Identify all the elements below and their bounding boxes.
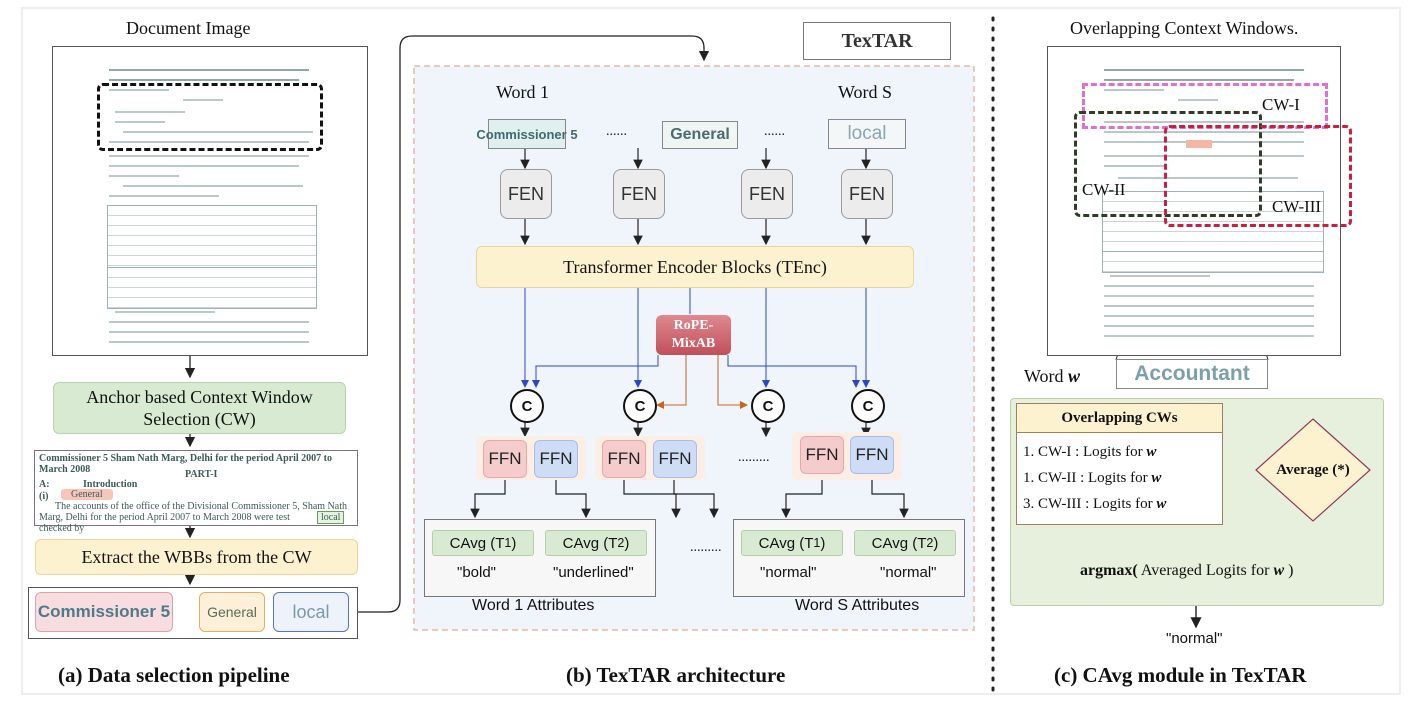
ffn-blue-1: FFN (534, 440, 578, 478)
fen-block-4: FEN (841, 169, 893, 219)
tenc-label: Transformer Encoder Blocks (TEnc) (563, 256, 827, 277)
transformer-encoder-blocks: Transformer Encoder Blocks (TEnc) (476, 246, 914, 288)
overlap-title: Overlapping Context Windows. (1070, 18, 1299, 38)
word-img-1: Commissioner 5 (476, 119, 578, 149)
extract-wbb-box: Extract the WBBs from the CW (35, 539, 358, 575)
ffn-blue-2: FFN (653, 440, 697, 478)
cw-logit-item-2: 1. CW-II : Logits for w (1023, 470, 1162, 486)
accountant-word-img: Accountant (1116, 359, 1268, 389)
extract-wbb-label: Extract the WBBs from the CW (81, 546, 312, 567)
word1-attributes-label: Word 1 Attributes (472, 597, 595, 614)
context-window-outline (97, 83, 323, 151)
overlapping-cws-table: Overlapping CWs 1. CW-I : Logits for w 1… (1016, 403, 1223, 525)
cw-ii-label: CW-II (1082, 180, 1126, 199)
concat-node-3: C (751, 389, 785, 423)
document-image-title: Document Image (126, 18, 251, 38)
caption-c: (c) CAvg module in TexTAR (1054, 663, 1307, 687)
document-thumbnail (52, 46, 368, 356)
textar-title-label: TexTAR (841, 29, 913, 52)
ffn-red-3: FFN (800, 436, 844, 474)
caption-a: (a) Data selection pipeline (58, 663, 290, 687)
concat-node-1: C (510, 389, 544, 423)
snippet-line1: Commissioner 5 Sham Nath Marg, Delhi for… (39, 453, 332, 475)
word-w-label: Word w (1024, 366, 1081, 386)
wbb-word-1: Commissioner 5 (35, 592, 173, 632)
snippet-part: PART-I (185, 469, 218, 480)
snippet-intro-num: A: (39, 479, 50, 490)
cw-ii-outline (1074, 111, 1262, 217)
overlap-document-thumbnail (1047, 46, 1352, 356)
wbb-word-3: local (273, 592, 349, 632)
wordS-attributes-label: Word S Attributes (795, 597, 920, 614)
overlapping-cws-title: Overlapping CWs (1017, 404, 1222, 433)
cw-iii-label: CW-III (1272, 197, 1322, 216)
average-label: Average (*) (1276, 461, 1350, 478)
concat-node-4: C (851, 389, 885, 423)
word-dots-2: ...... (764, 124, 785, 139)
snippet-local: local (317, 511, 345, 524)
cw-iii-outline (1164, 125, 1352, 227)
caption-b: (b) TexTAR architecture (566, 663, 786, 687)
wbb-strip: Commissioner 5 General local (28, 587, 358, 639)
rope-label-1: RoPE- (673, 318, 714, 333)
snippet-intro: Introduction (83, 479, 138, 490)
ffn-blue-3: FFN (850, 436, 894, 474)
snippet-line2: The accounts of the office of the Divisi… (55, 501, 347, 512)
anchor-highlight (1186, 140, 1212, 148)
cw-i-label: CW-I (1262, 95, 1300, 114)
w1-attr-value-2: "underlined" (553, 564, 634, 581)
fen-block-3: FEN (741, 169, 793, 219)
word-dots-1: ...... (606, 124, 627, 139)
snippet-general: General (61, 489, 113, 500)
fen-block-1: FEN (500, 169, 552, 219)
wordS-label: Word S (838, 82, 893, 102)
cw-logit-item-3: 3. CW-III : Logits for w (1023, 496, 1167, 512)
textar-title: TexTAR (803, 22, 951, 60)
word1-label: Word 1 (496, 82, 550, 102)
wS-attr-value-2: "normal" (880, 564, 937, 581)
fen-block-2: FEN (613, 169, 665, 219)
rope-mixab-block: RoPE- MixAB (656, 315, 731, 355)
cw-logit-item-1: 1. CW-I : Logits for w (1023, 444, 1157, 460)
w1-attr-value-1: "bold" (457, 564, 497, 581)
ffn-red-2: FFN (602, 440, 646, 478)
ffn-red-1: FFN (483, 440, 527, 478)
wS-attr-value-1: "normal" (760, 564, 817, 581)
anchor-cw-label: Anchor based Context Window Selection (C… (86, 387, 313, 429)
rope-label-2: MixAB (671, 336, 716, 351)
cw-snippet: Commissioner 5 Sham Nath Marg, Delhi for… (34, 450, 358, 534)
concat-node-2: C (623, 389, 657, 423)
final-prediction: "normal" (1166, 630, 1223, 647)
word-img-3: local (828, 119, 906, 149)
ffn-dots: ......... (738, 450, 770, 465)
attr-dots: ......... (690, 540, 722, 555)
anchor-cw-box: Anchor based Context Window Selection (C… (53, 382, 346, 434)
snippet-line3: Marg, Delhi for the period April 2007 to… (39, 512, 290, 534)
argmax-expression: argmax( Averaged Logits for w ) (1080, 562, 1294, 579)
wbb-word-2: General (199, 592, 265, 632)
snippet-gen-num: (i) (39, 491, 49, 502)
word-img-2: General (662, 121, 738, 149)
